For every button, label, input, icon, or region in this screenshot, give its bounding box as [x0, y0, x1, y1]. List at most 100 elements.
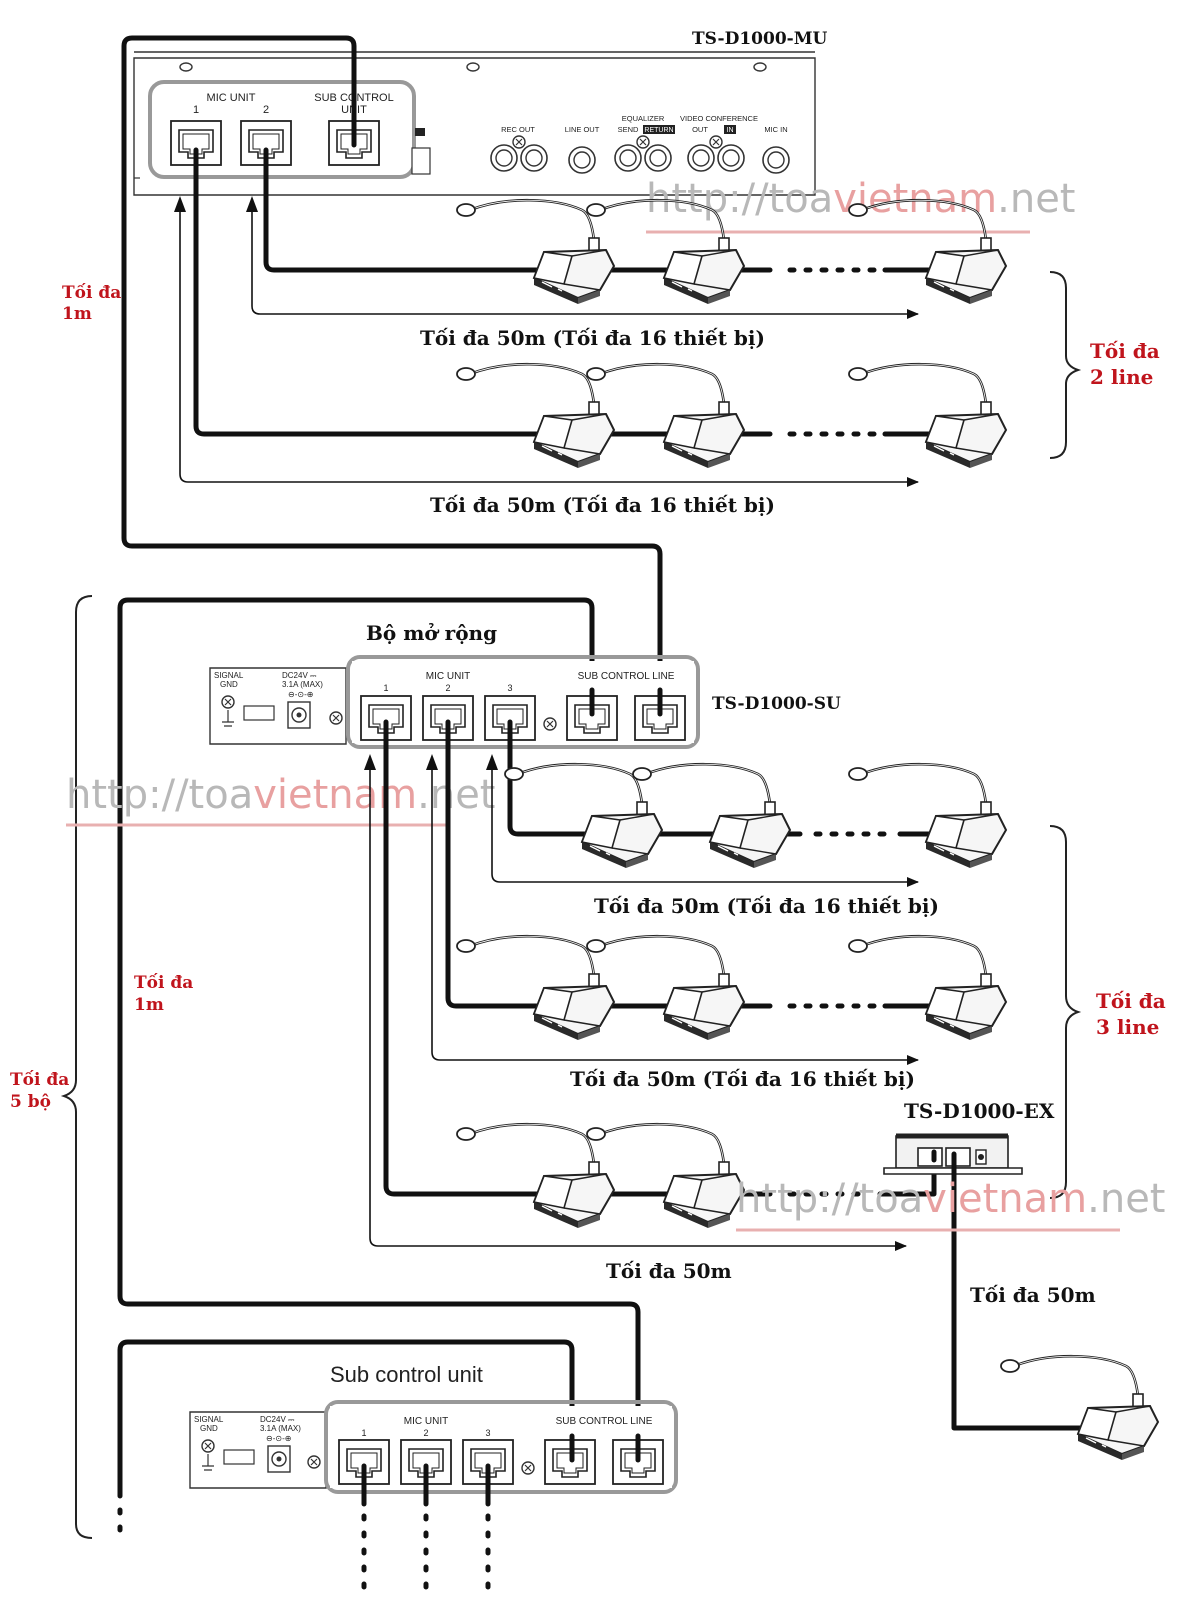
mic-line5-b [585, 1122, 746, 1230]
max-1m-top-label: Tối đa [62, 283, 121, 303]
line1-caption: Tối đa 50m (Tối đa 16 thiết bị) [420, 326, 765, 350]
exp-gnd-label: GND [220, 680, 238, 689]
line4-caption: Tối đa 50m (Tối đa 16 thiết bị) [570, 1067, 915, 1091]
main-sub-control-cable [121, 35, 663, 717]
line4-cable [445, 719, 543, 1009]
watermark-3: http://toavietnam.net [736, 1176, 1165, 1232]
expansion-unit-model: TS-D1000-SU [712, 694, 841, 714]
max-2-line-label-2: 2 line [1090, 365, 1153, 389]
expansion-unit: SIGNAL GND DC24V ⎓ 3.1A (MAX) ⊖-⊙-⊕ MIC … [209, 655, 700, 749]
return-label: RETURN [644, 127, 673, 134]
exp-port-3-label: 3 [507, 683, 512, 693]
line5-caption: Tối đa 50m [606, 1259, 732, 1283]
max-3-line-label: Tối đa [1096, 989, 1166, 1013]
scu-dc-current: 3.1A (MAX) [260, 1424, 301, 1433]
mic-line1-a [455, 198, 616, 306]
sub-control-unit-title: Sub control unit [330, 1362, 483, 1387]
watermark-text-3: http://toavietnam.net [736, 1176, 1165, 1222]
mic-line2-b [585, 362, 746, 470]
rec-out-r-jack [520, 144, 548, 172]
exp-signal-label: SIGNAL [214, 671, 244, 680]
extender-model: TS-D1000-EX [904, 1099, 1055, 1123]
mic-in-jack [762, 146, 790, 174]
watermark-text-2: http://toavietnam.net [66, 772, 495, 818]
expansion-port-group [346, 655, 700, 749]
mic-line3-c [847, 762, 1008, 870]
vc-out-label: OUT [692, 125, 708, 134]
line3-cable [507, 719, 591, 837]
line2-arrow [179, 210, 919, 487]
exp-dc-label: DC24V ⎓ [282, 671, 317, 680]
vc-out-jack [687, 144, 715, 172]
main-unit-port-group [148, 80, 416, 179]
mic-in-label: MIC IN [764, 125, 787, 134]
extender-unit [883, 1133, 1023, 1175]
rec-out-screw [512, 135, 526, 149]
equalizer-label: EQUALIZER [622, 114, 665, 123]
mic-unit-label: MIC UNIT [207, 92, 256, 104]
exp-port-1-label: 1 [383, 683, 388, 693]
mic-line4-a [455, 934, 616, 1042]
eq-screw [636, 135, 650, 149]
expansion-sub-control-cable [117, 597, 641, 1463]
mic-line3-b [631, 762, 792, 870]
sub-control-port-group [324, 1400, 678, 1494]
line1-cable [263, 147, 543, 273]
exp-port-2-label: 2 [445, 683, 450, 693]
port-2-label: 2 [263, 104, 269, 116]
scu-dc-label: DC24V ⎓ [260, 1415, 295, 1424]
line5-cable [383, 719, 543, 1197]
max-2-line-brace [1049, 271, 1082, 459]
extender-output-cable [951, 1151, 1083, 1431]
watermark-2: http://toavietnam.net [66, 772, 495, 827]
expansion-unit-title: Bộ mở rộng [366, 621, 497, 645]
scu-screw [307, 1455, 321, 1469]
mic-line5-a [455, 1122, 616, 1230]
scu-gnd-screw [201, 1439, 215, 1453]
mic-line2-c [847, 362, 1008, 470]
max-5-units-label-2: 5 bộ [10, 1092, 51, 1112]
scu-mic-unit-label: MIC UNIT [404, 1416, 448, 1427]
exp-gnd-screw [221, 695, 235, 709]
max-3-line-brace [1049, 825, 1082, 1199]
scu-port-1-label: 1 [361, 1428, 366, 1438]
line-out-label: LINE OUT [565, 125, 600, 134]
mic-line4-c [847, 934, 1008, 1042]
scu-gnd-label: GND [200, 1424, 218, 1433]
mic-line2-a [455, 362, 616, 470]
next-unit-cable [117, 1339, 575, 1499]
line4-arrow [431, 770, 919, 1065]
extender-port-out [945, 1147, 971, 1167]
line1-arrow [251, 210, 919, 319]
max-1m-mid-label-2: 1m [134, 995, 164, 1015]
vc-screw [709, 135, 723, 149]
line2-cable [193, 147, 543, 437]
video-conference-label: VIDEO CONFERENCE [680, 114, 758, 123]
max-1m-top-label-2: 1m [62, 304, 92, 324]
vc-in-jack [717, 144, 745, 172]
mic-line4-b [585, 934, 746, 1042]
extender-port-in [917, 1147, 943, 1167]
scu-signal-label: SIGNAL [194, 1415, 224, 1424]
max-1m-mid-label: Tối đa [134, 973, 193, 993]
scu-port-2-label: 2 [423, 1428, 428, 1438]
eq-send-jack [614, 144, 642, 172]
extender-caption: Tối đa 50m [970, 1283, 1096, 1307]
main-unit-model: TS-D1000-MU [692, 29, 828, 49]
max-2-line-label: Tối đa [1090, 339, 1160, 363]
scu-port-3-label: 3 [485, 1428, 490, 1438]
rec-out-label: REC OUT [501, 125, 535, 134]
exp-dc-current: 3.1A (MAX) [282, 680, 323, 689]
exp-sub-control-line-label: SUB CONTROL LINE [578, 671, 675, 682]
rec-out-l-jack [490, 144, 518, 172]
max-3-line-label-2: 3 line [1096, 1015, 1159, 1039]
scu-sub-control-line-label: SUB CONTROL LINE [556, 1416, 653, 1427]
mic-extender [999, 1354, 1160, 1462]
vc-in-label: IN [727, 127, 734, 134]
eq-return-jack [644, 144, 672, 172]
send-label: SEND [618, 125, 639, 134]
max-5-units-brace [60, 595, 93, 1539]
exp-polarity: ⊖-⊙-⊕ [288, 690, 313, 699]
exp-screw [329, 711, 343, 725]
